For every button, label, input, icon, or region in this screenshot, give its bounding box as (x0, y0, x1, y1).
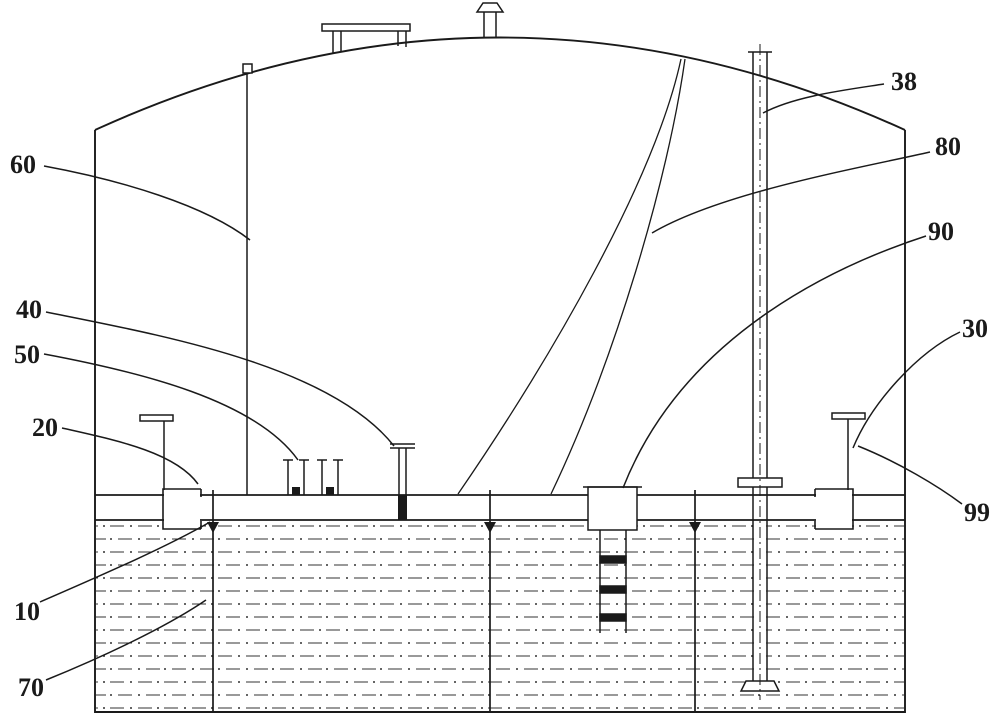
tank-roof (94, 36, 906, 131)
label-80: 80 (935, 132, 961, 161)
leader-99 (857, 445, 963, 505)
roof-vent (475, 2, 505, 38)
stored-liquid (96, 521, 904, 711)
ladder-rung (599, 585, 627, 594)
tank-shell (94, 130, 906, 713)
label-10: 10 (14, 597, 40, 626)
guide-pole-mount (242, 63, 253, 74)
roof-hatch (321, 23, 411, 53)
support-legs (207, 490, 701, 711)
gauge-pipe (737, 44, 783, 700)
label-99: 99 (964, 498, 990, 527)
label-70: 70 (18, 673, 44, 702)
rim-seal-right (814, 488, 854, 530)
deck-clamp (283, 459, 309, 495)
ladder-rung (599, 555, 627, 564)
ladder-rung (599, 613, 627, 622)
left-bracket (139, 414, 174, 490)
leader-60 (43, 165, 251, 241)
roof-fittings (321, 2, 505, 53)
support-leg (689, 490, 701, 711)
deck-valve (390, 443, 415, 520)
leader-50 (43, 353, 299, 461)
leader-10 (39, 521, 211, 603)
deck-clamps (283, 459, 343, 495)
leader-40 (45, 311, 395, 447)
label-60: 60 (10, 150, 36, 179)
label-30: 30 (962, 314, 988, 343)
deck-clamp (317, 459, 343, 495)
leader-90 (622, 235, 927, 489)
floating-deck (95, 494, 905, 521)
support-leg (207, 490, 219, 711)
label-20: 20 (32, 413, 58, 442)
leader-20 (61, 427, 199, 485)
reference-labels: 60 40 50 20 10 70 38 80 90 30 99 (10, 67, 990, 702)
deck-ladder (583, 486, 642, 633)
right-bracket (831, 412, 866, 490)
deck-cable (457, 58, 686, 495)
leader-30 (852, 331, 961, 449)
guide-pole (242, 63, 253, 495)
leader-lines (39, 83, 963, 681)
deck-manhole-collar (587, 486, 638, 531)
tank (94, 36, 906, 713)
label-50: 50 (14, 340, 40, 369)
label-40: 40 (16, 295, 42, 324)
leader-38 (762, 83, 885, 114)
label-90: 90 (928, 217, 954, 246)
gauge-pipe-foot (739, 680, 781, 692)
label-38: 38 (891, 67, 917, 96)
support-leg (484, 490, 496, 711)
deck-valve-body (398, 495, 407, 520)
leader-80 (651, 151, 931, 234)
leader-70 (45, 599, 207, 681)
rim-seal-left (162, 488, 202, 530)
